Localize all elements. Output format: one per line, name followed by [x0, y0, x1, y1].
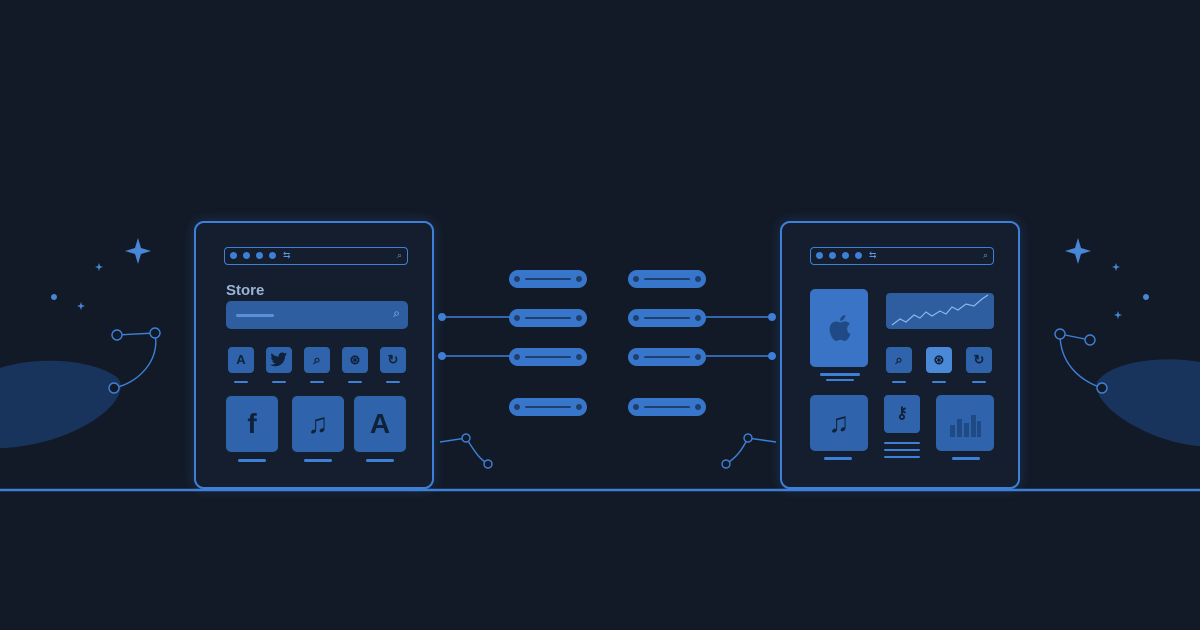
- connector-lines: [442, 316, 772, 357]
- search-icon[interactable]: ⌕: [886, 347, 912, 373]
- tile-caption-line: [826, 379, 854, 381]
- window-dot: [269, 252, 276, 259]
- window-dot: [842, 252, 849, 259]
- connector-pill: [628, 270, 706, 288]
- tile-caption-line: [824, 457, 852, 460]
- tile-caption-line: [234, 381, 248, 383]
- address-bar[interactable]: ⇆ ⌕: [224, 247, 408, 265]
- search-settings-icon[interactable]: ⊛: [342, 347, 368, 373]
- tile-caption-line: [386, 381, 400, 383]
- tile-caption-line: [932, 381, 946, 383]
- link-icon: ⇆: [283, 250, 291, 260]
- branch-decor: [439, 433, 777, 469]
- search-icon[interactable]: ⌕: [396, 250, 402, 260]
- tile-caption-line: [304, 459, 332, 462]
- search-icon[interactable]: ⌕: [304, 347, 330, 373]
- apple-icon[interactable]: [810, 289, 868, 367]
- connector-pill: [509, 270, 587, 288]
- store-title: Store: [226, 282, 265, 299]
- window-dot: [829, 252, 836, 259]
- left-device-frame: ⇆ ⌕ Store ⌕ A ⌕ ⊛ ↻ f ♫ A: [194, 221, 434, 489]
- tile-caption-line: [310, 381, 324, 383]
- twitter-icon[interactable]: [266, 347, 292, 373]
- window-dot: [230, 252, 237, 259]
- tile-caption-line: [884, 456, 920, 458]
- trend-chart: [886, 293, 994, 329]
- window-dot: [243, 252, 250, 259]
- search-icon: ⌕: [393, 306, 400, 320]
- right-device-frame: ⇆ ⌕ ⌕ ⊛ ↻ ♫ ⚷: [780, 221, 1020, 489]
- connector-pill: [628, 309, 706, 327]
- search-placeholder-line: [236, 314, 274, 317]
- link-icon: ⇆: [869, 250, 877, 260]
- tile-caption-line: [952, 457, 980, 460]
- search-settings-icon[interactable]: ⊛: [926, 347, 952, 373]
- left-blob: [0, 360, 121, 448]
- window-dot: [855, 252, 862, 259]
- connector-nodes: [438, 313, 776, 360]
- tile-caption-line: [272, 381, 286, 383]
- connector-pill: [509, 348, 587, 366]
- right-blob: [1096, 359, 1200, 446]
- connector-pill: [509, 398, 587, 416]
- connector-pill: [628, 398, 706, 416]
- store-search-input[interactable]: ⌕: [226, 301, 408, 329]
- app-store-icon[interactable]: A: [228, 347, 254, 373]
- window-dot: [256, 252, 263, 259]
- tile-caption-line: [892, 381, 906, 383]
- facebook-icon[interactable]: f: [226, 396, 278, 452]
- connector-pill: [509, 309, 587, 327]
- bar-chart-icon[interactable]: [936, 395, 994, 451]
- window-dot: [816, 252, 823, 259]
- tile-caption-line: [884, 442, 920, 444]
- search-icon[interactable]: ⌕: [982, 250, 988, 260]
- search-key-icon[interactable]: ⚷: [884, 395, 920, 433]
- connector-pill: [628, 348, 706, 366]
- tile-caption-line: [348, 381, 362, 383]
- refresh-icon[interactable]: ↻: [380, 347, 406, 373]
- sparkle-icons: [51, 238, 1149, 319]
- tile-caption-line: [820, 373, 860, 376]
- tile-caption-line: [972, 381, 986, 383]
- refresh-icon[interactable]: ↻: [966, 347, 992, 373]
- address-bar[interactable]: ⇆ ⌕: [810, 247, 994, 265]
- tile-caption-line: [238, 459, 266, 462]
- left-network-decor: [108, 327, 161, 394]
- trend-line: [891, 294, 989, 326]
- right-network-decor: [1054, 328, 1108, 394]
- music-icon[interactable]: ♫: [810, 395, 868, 451]
- tile-caption-line: [366, 459, 394, 462]
- music-icon[interactable]: ♫: [292, 396, 344, 452]
- tile-caption-line: [884, 449, 920, 451]
- app-store-icon[interactable]: A: [354, 396, 406, 452]
